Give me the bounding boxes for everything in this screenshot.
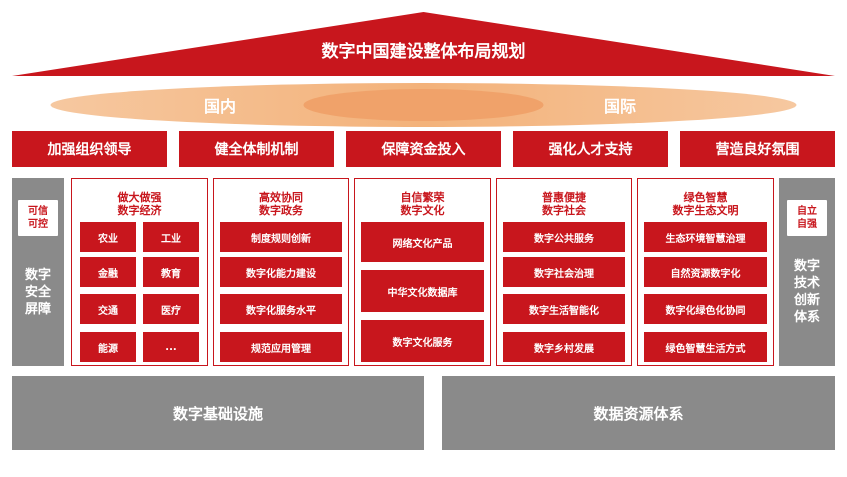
international-label: 国际 <box>603 97 636 116</box>
pillar-item: ... <box>143 332 199 362</box>
pillar-item: 网络文化产品 <box>361 222 484 262</box>
pillar-item: 教育 <box>143 257 199 287</box>
pillar-title: 做大做强 数字经济 <box>117 191 162 217</box>
foundation-digital-infrastructure: 数字基础设施 <box>12 376 424 450</box>
pillar-item: 数字文化服务 <box>361 320 484 362</box>
pillar-item: 农业 <box>80 222 136 252</box>
pillar-item: 工业 <box>143 222 199 252</box>
principle-2: 保障资金投入 <box>346 131 501 167</box>
pillar-item: 数字化能力建设 <box>220 257 342 287</box>
pillar-item: 自然资源数字化 <box>644 257 767 287</box>
pillar-item: 数字化绿色化协同 <box>644 294 767 324</box>
pillar-item: 交通 <box>80 294 136 324</box>
pillar-item: 绿色智慧生活方式 <box>644 332 767 362</box>
tech-innovation-title: 数字 技术 创新 体系 <box>793 259 820 325</box>
pillar-item: 生态环境智慧治理 <box>644 222 767 252</box>
page-title: 数字中国建设整体布局规划 <box>321 41 526 62</box>
domestic-label: 国内 <box>203 97 236 116</box>
pillar-title: 绿色智慧 数字生态文明 <box>672 191 739 217</box>
pillar-title: 高效协同 数字政务 <box>259 191 303 217</box>
foundation-data-resource-system: 数据资源体系 <box>442 376 835 450</box>
pillar-item: 制度规则创新 <box>220 222 342 252</box>
pillar-item: 数字公共服务 <box>503 222 625 252</box>
principle-4: 营造良好氛围 <box>680 131 835 167</box>
pillar-item: 数字乡村发展 <box>503 332 625 362</box>
roof-triangle <box>12 12 835 76</box>
pillar-item: 中华文化数据库 <box>361 270 484 312</box>
scope-ellipses <box>50 83 797 127</box>
security-badge: 可信 可控 <box>18 200 58 236</box>
pillar-item: 能源 <box>80 332 136 362</box>
principle-1: 健全体制机制 <box>179 131 334 167</box>
principle-0: 加强组织领导 <box>12 131 167 167</box>
security-barrier-title: 数字 安全 屏障 <box>24 267 51 317</box>
pillar-item: 金融 <box>80 257 136 287</box>
pillar-title: 自信繁荣 数字文化 <box>400 191 445 217</box>
pillar-item: 规范应用管理 <box>220 332 342 362</box>
pillar-title: 普惠便捷 数字社会 <box>542 191 586 217</box>
pillar-item: 数字化服务水平 <box>220 294 342 324</box>
innovation-badge: 自立 自强 <box>787 200 827 236</box>
principle-3: 强化人才支持 <box>513 131 668 167</box>
pillar-item: 医疗 <box>143 294 199 324</box>
pillar-item: 数字生活智能化 <box>503 294 625 324</box>
pillar-item: 数字社会治理 <box>503 257 625 287</box>
